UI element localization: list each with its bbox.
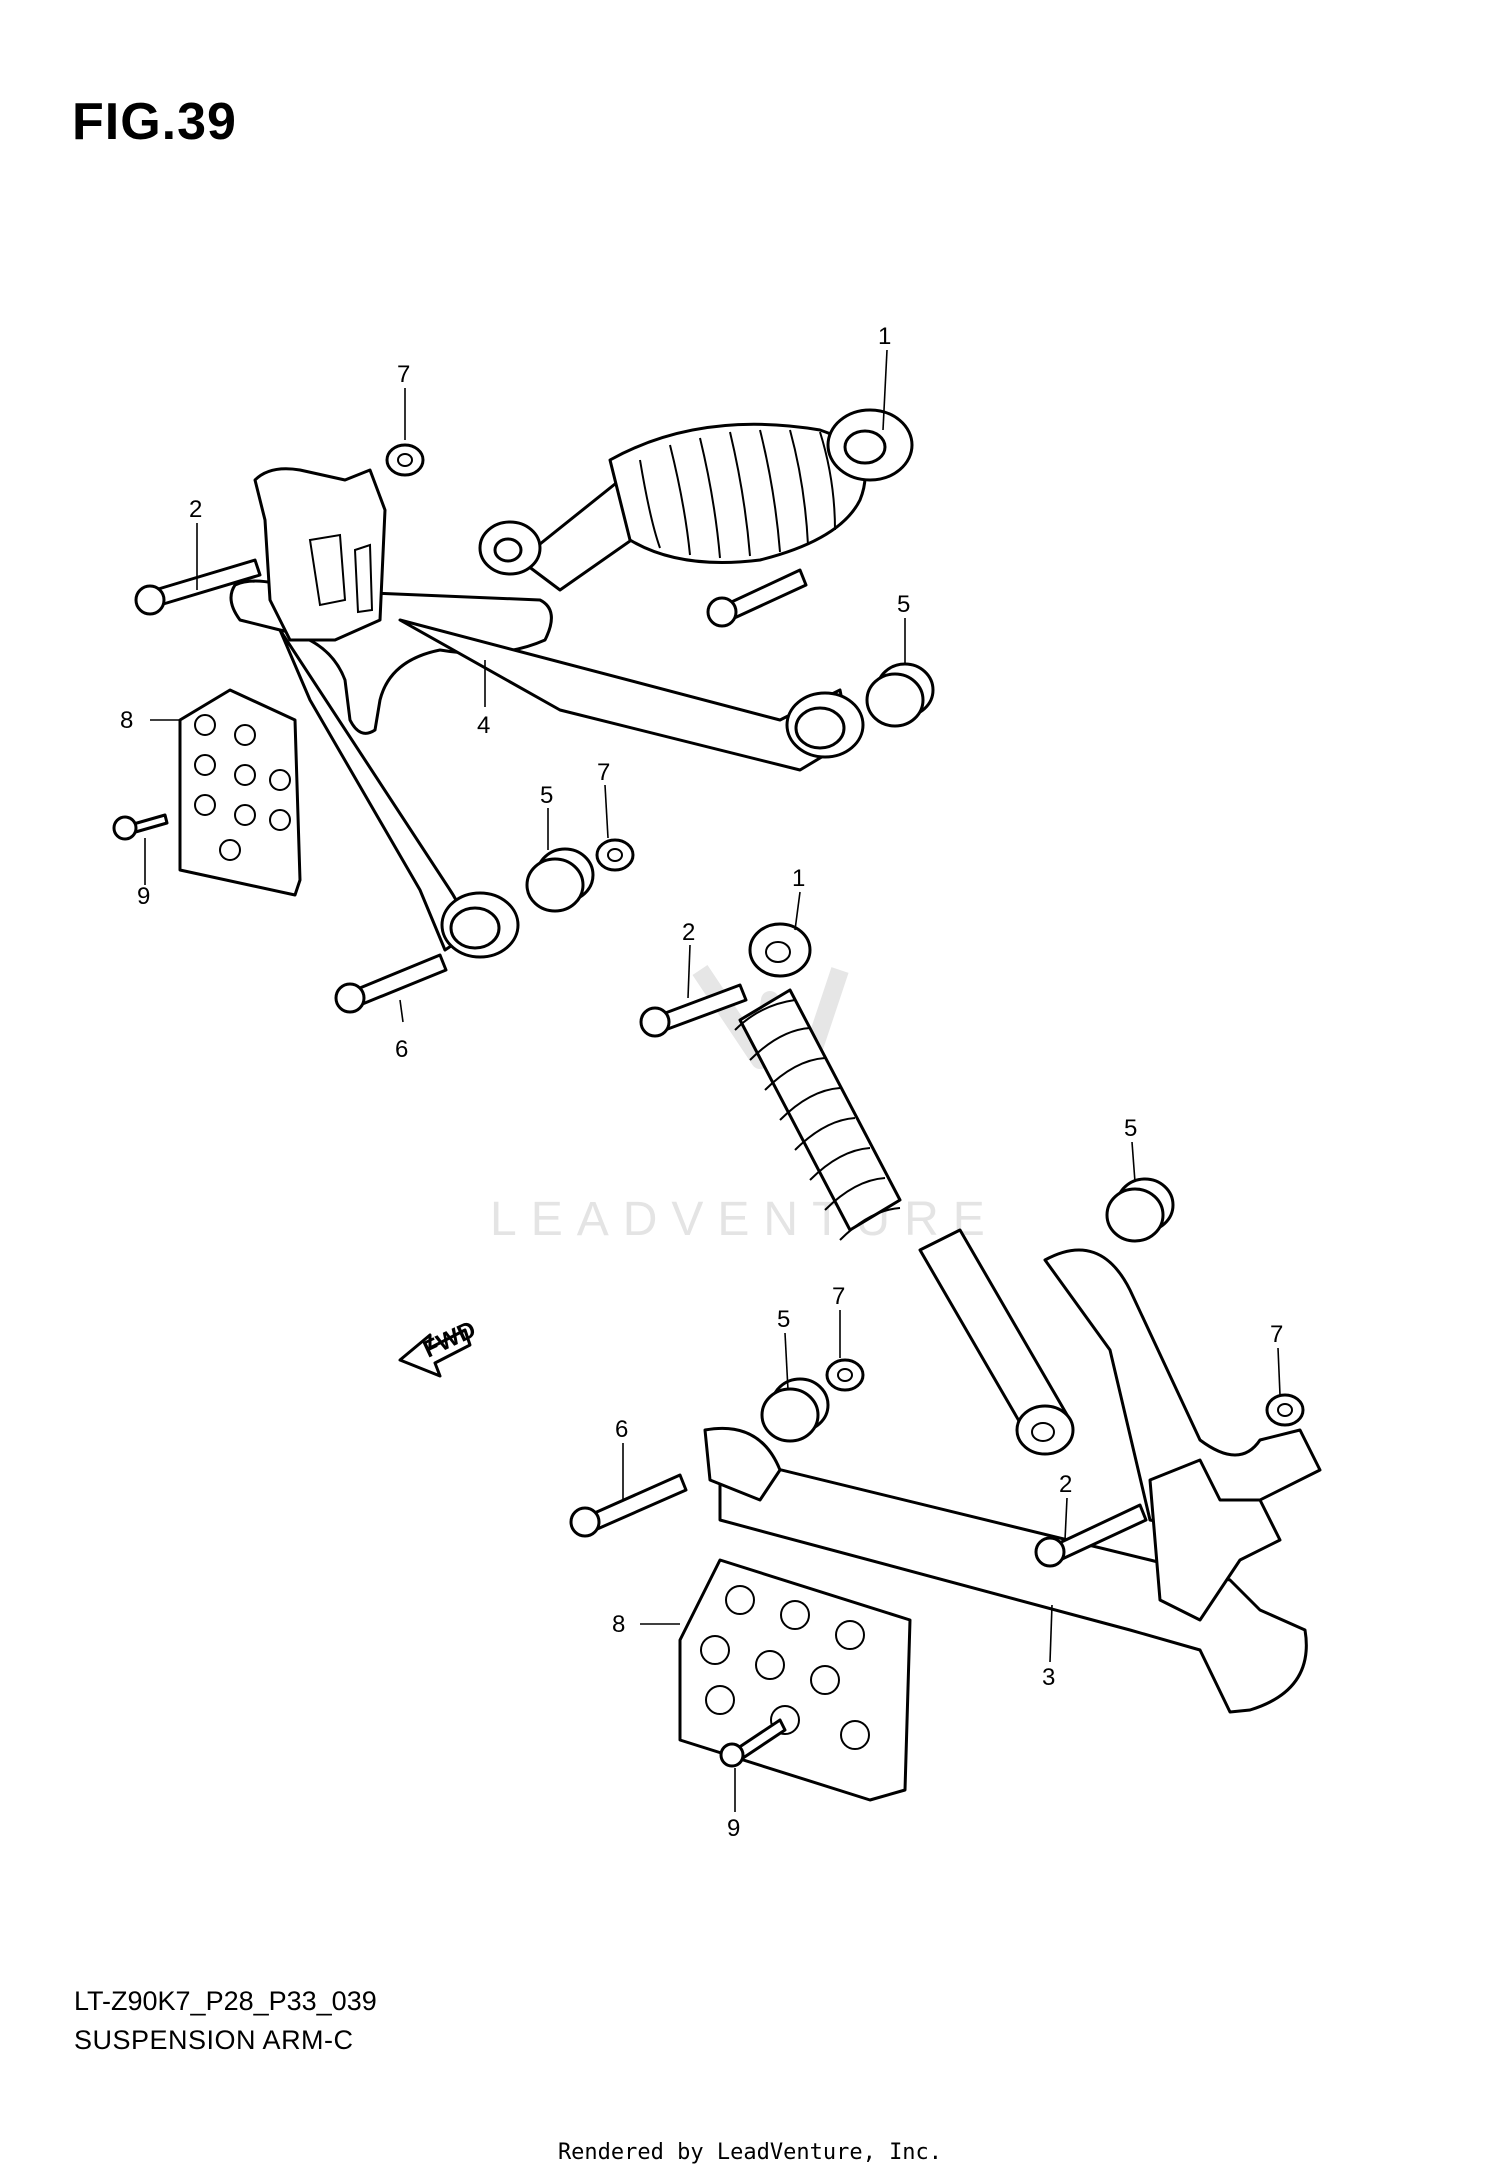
callout-8-bottom: 8: [612, 1611, 625, 1638]
footer-credit: Rendered by LeadVenture, Inc.: [557, 2140, 943, 2165]
watermark-text: LEADVENTURE: [490, 1193, 999, 1246]
upper-bushing-5b: [525, 847, 595, 913]
lower-nut-7b: [1265, 1393, 1305, 1427]
lower-bolt-2b: [1034, 1503, 1148, 1568]
callout-8-top: 8: [120, 707, 133, 734]
fwd-arrow-icon: FWD: [398, 1316, 480, 1378]
upper-shock-absorber: [478, 408, 914, 592]
upper-shock-bracket: [253, 467, 387, 642]
lower-shock-absorber: [734, 922, 1075, 1456]
upper-footplate: [178, 688, 302, 897]
upper-bolt-rear: [706, 568, 808, 628]
callout-1-bottom: 1: [792, 865, 805, 892]
upper-nut-7a: [385, 443, 425, 477]
callout-2-top: 2: [189, 496, 202, 523]
figure-code: LT-Z90K7_P28_P33_039: [74, 1986, 377, 2016]
callout-7-top: 7: [397, 361, 410, 388]
lower-bolt-2a: [639, 983, 748, 1038]
upper-bushing-5a: [865, 662, 935, 728]
upper-bolt-6: [334, 953, 448, 1014]
leader-lines: [144, 349, 1281, 1812]
lower-bushing-5a: [1105, 1177, 1175, 1243]
figure-title: FIG.39: [72, 93, 237, 151]
callout-5-top: 5: [897, 591, 910, 618]
callout-9-bottom: 9: [727, 1815, 740, 1842]
lower-bolt-6: [569, 1473, 688, 1538]
lower-shock-bracket: [1148, 1458, 1282, 1622]
callout-1-top: 1: [878, 323, 891, 350]
lower-bushing-5b: [760, 1377, 830, 1443]
upper-bolt-2: [134, 558, 262, 616]
callout-6-bottom: 6: [615, 1416, 628, 1443]
callout-7-mid: 7: [597, 759, 610, 786]
callout-9-top: 9: [137, 883, 150, 910]
callout-5-bottom-b: 5: [777, 1306, 790, 1333]
callout-7-bottom-b: 7: [1270, 1321, 1283, 1348]
callout-4: 4: [477, 712, 490, 739]
lower-suspension-arm: [718, 1453, 1308, 1714]
callout-labels: 1 7 2 5 4 8 9 5 7 6 1 2 5 5 7 7 6 2 3 8 …: [120, 323, 1283, 1842]
upper-arm-assembly: [112, 408, 935, 1014]
lower-arm-assembly: [569, 922, 1322, 1802]
lower-footplate: [678, 1558, 912, 1802]
callout-7-bottom-a: 7: [832, 1283, 845, 1310]
callout-6-top: 6: [395, 1036, 408, 1063]
upper-nut-7b: [595, 838, 635, 872]
callout-2-bottom-a: 2: [682, 919, 695, 946]
callout-5-mid: 5: [540, 782, 553, 809]
upper-screw-9: [112, 813, 169, 841]
callout-3: 3: [1042, 1664, 1055, 1691]
callout-2-bottom-b: 2: [1059, 1471, 1072, 1498]
callout-5-bottom-a: 5: [1124, 1115, 1137, 1142]
lower-nut-7a: [825, 1358, 865, 1392]
figure-name: SUSPENSION ARM-C: [74, 2025, 354, 2055]
lower-screw-9: [719, 1718, 787, 1768]
watermark: LEADVENTURE: [490, 965, 999, 1246]
